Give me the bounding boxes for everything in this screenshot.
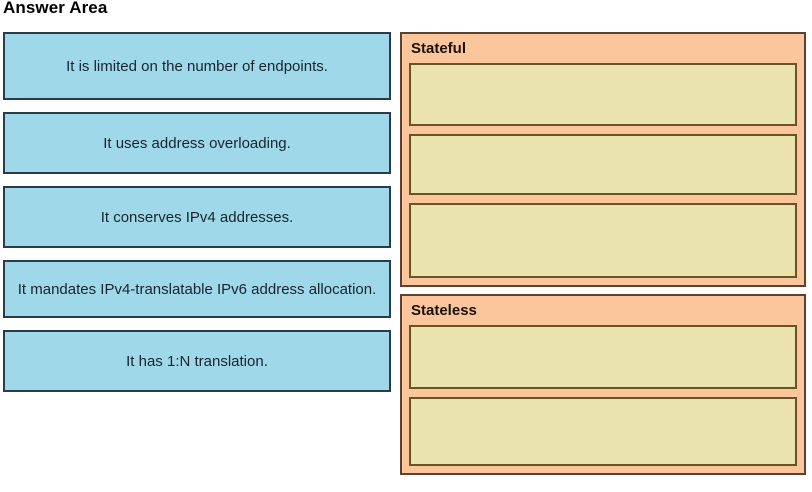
- drop-slot-stateful-2[interactable]: [409, 134, 797, 195]
- answer-panel-stateful: Stateful: [400, 32, 806, 287]
- page-title: Answer Area: [3, 0, 108, 17]
- panel-heading-stateful: Stateful: [411, 40, 467, 57]
- answer-panels: Stateful Stateless: [400, 32, 806, 482]
- panel-heading-stateless: Stateless: [411, 302, 477, 319]
- option-tile-2[interactable]: It uses address overloading.: [3, 112, 391, 174]
- option-tile-4[interactable]: It mandates IPv4-translatable IPv6 addre…: [3, 260, 391, 318]
- option-tile-4-label: It mandates IPv4-translatable IPv6 addre…: [17, 280, 377, 298]
- option-tile-3[interactable]: It conserves IPv4 addresses.: [3, 186, 391, 248]
- drop-slot-stateless-1[interactable]: [409, 325, 797, 389]
- drop-slot-stateless-2[interactable]: [409, 397, 797, 466]
- drop-slot-stateful-1[interactable]: [409, 63, 797, 126]
- draggable-options-list: It is limited on the number of endpoints…: [3, 32, 391, 404]
- option-tile-2-label: It uses address overloading.: [103, 134, 291, 152]
- option-tile-1[interactable]: It is limited on the number of endpoints…: [3, 32, 391, 100]
- option-tile-1-label: It is limited on the number of endpoints…: [66, 57, 328, 75]
- answer-panel-stateless: Stateless: [400, 294, 806, 475]
- option-tile-5[interactable]: It has 1:N translation.: [3, 330, 391, 392]
- option-tile-5-label: It has 1:N translation.: [126, 352, 268, 370]
- drop-slot-stateful-3[interactable]: [409, 203, 797, 278]
- option-tile-3-label: It conserves IPv4 addresses.: [100, 208, 294, 226]
